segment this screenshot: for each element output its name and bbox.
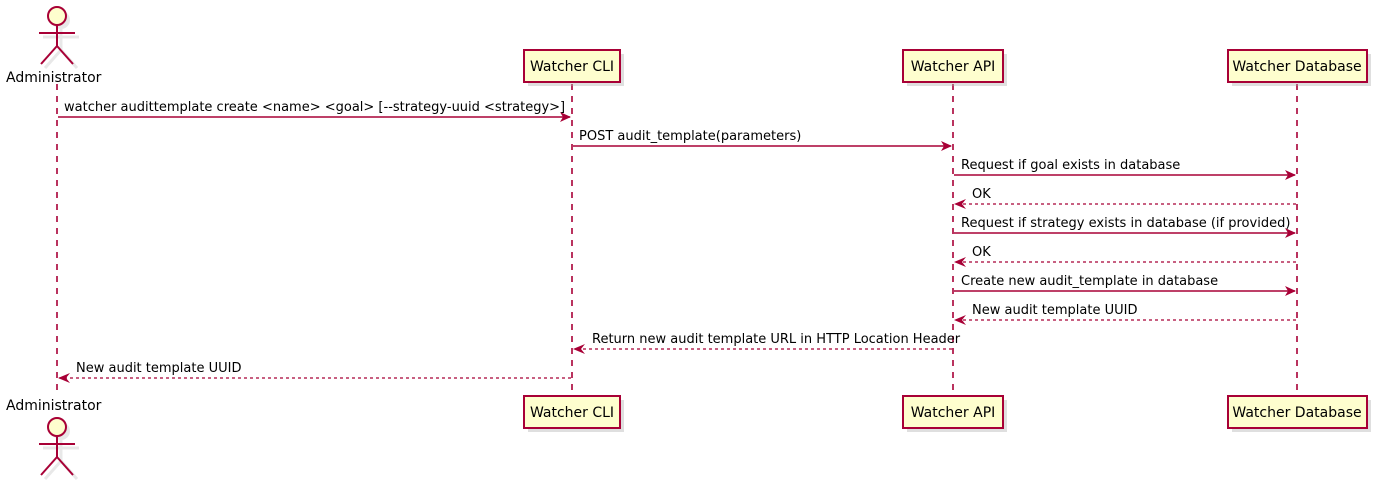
messages: watcher audittemplate create <name> <goa… (58, 100, 1296, 383)
actor-label-administrator: Administrator (6, 398, 102, 414)
message-label-1: watcher audittemplate create <name> <goa… (64, 100, 565, 115)
participant-label-watcher-cli: Watcher CLI (530, 59, 614, 75)
message-label-7: Create new audit_template in database (961, 274, 1218, 289)
participant-label-watcher-api: Watcher API (911, 59, 996, 75)
message-label-10: New audit template UUID (76, 361, 241, 376)
participant-label-watcher-database: Watcher Database (1232, 59, 1361, 75)
participant-label-watcher-cli: Watcher CLI (530, 405, 614, 421)
participant-box-watcher-cli[interactable] (523, 395, 621, 429)
message-label-6: OK (972, 245, 991, 260)
actor-figure-administrator (39, 417, 75, 476)
participant-box-watcher-database[interactable] (1227, 395, 1368, 429)
message-label-4: OK (972, 187, 991, 202)
actor-figure-administrator (39, 6, 75, 65)
message-label-8: New audit template UUID (972, 303, 1137, 318)
message-label-9: Return new audit template URL in HTTP Lo… (592, 332, 961, 347)
lifelines (56, 84, 1298, 396)
message-label-2: POST audit_template(parameters) (579, 129, 801, 144)
participant-label-watcher-api: Watcher API (911, 405, 996, 421)
participant-shapes-top: Administrator Watcher CLI Watcher API Watch… (6, 6, 1371, 86)
message-label-5: Request if strategy exists in database (… (961, 216, 1290, 231)
participant-box-watcher-cli[interactable] (523, 49, 621, 83)
participant-box-watcher-api[interactable] (902, 395, 1004, 429)
participant-box-watcher-database[interactable] (1227, 49, 1368, 83)
participant-box-watcher-api[interactable] (902, 49, 1004, 83)
message-label-3: Request if goal exists in database (961, 158, 1180, 173)
participant-label-watcher-database: Watcher Database (1232, 405, 1361, 421)
participant-shapes-bottom: Administrator Watcher CLI Watcher API Watch… (6, 395, 1371, 480)
actor-label-administrator: Administrator (6, 70, 102, 86)
